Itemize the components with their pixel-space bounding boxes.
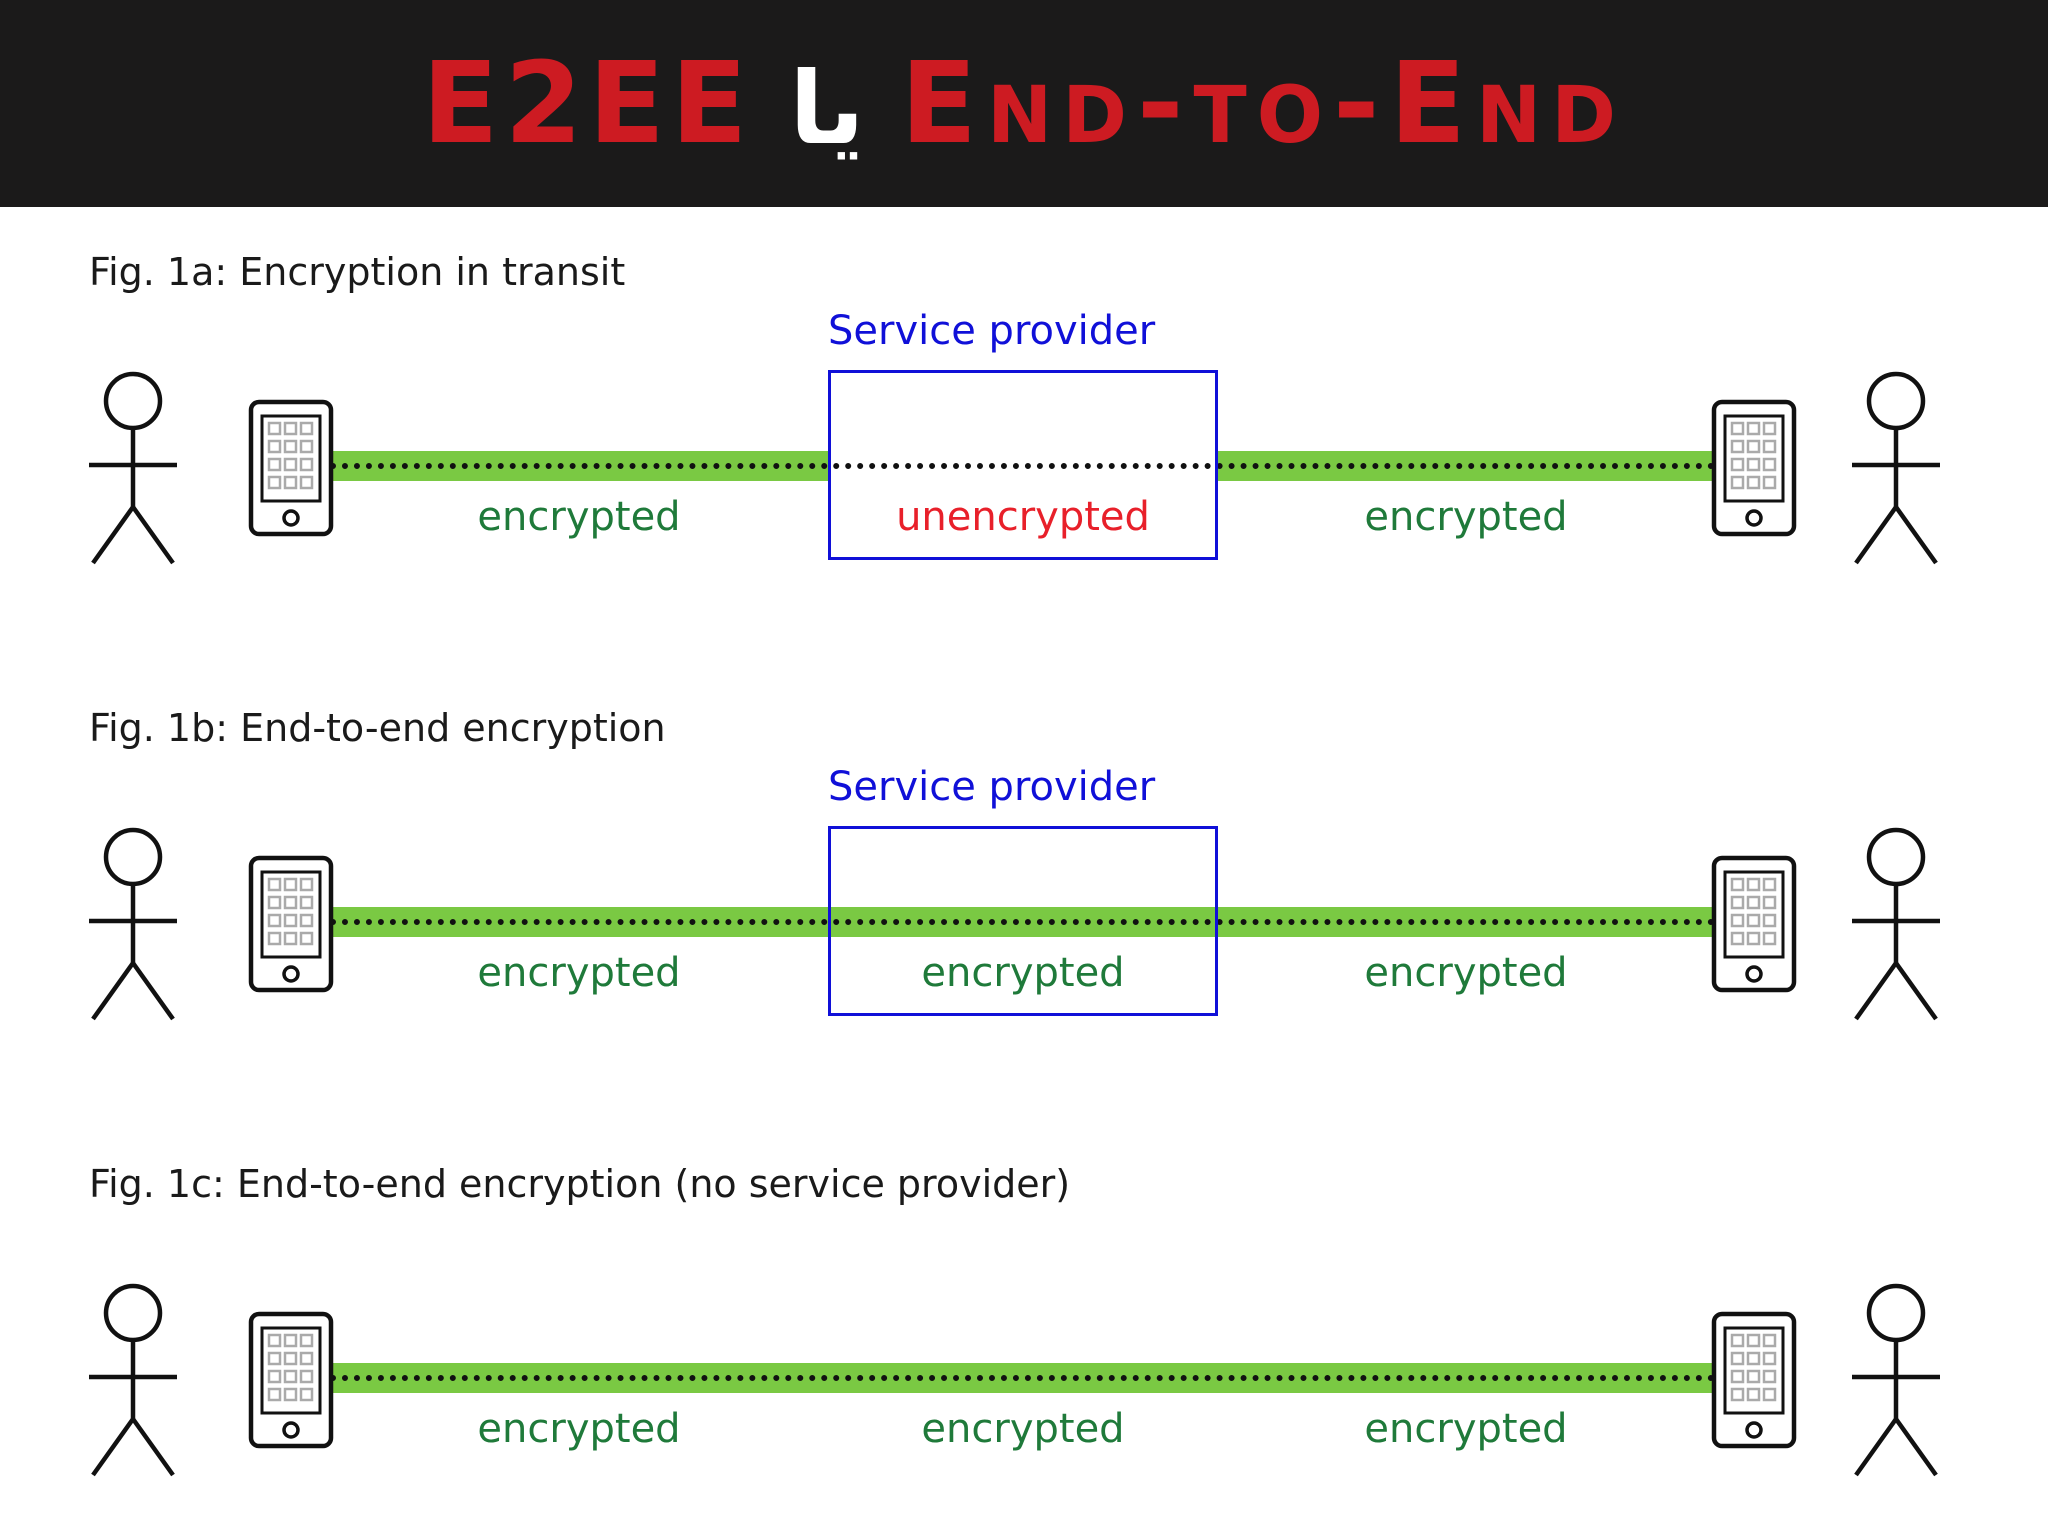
fig-1b-caption: Fig. 1b: End-to-end encryption <box>89 706 666 750</box>
banner-title: E2EE یا End-to-End <box>0 0 2048 207</box>
fig-1b-data-stream <box>330 919 1715 925</box>
fig-1b-provider-label: Service provider <box>828 764 1156 810</box>
person-icon <box>88 370 178 566</box>
fig-1a-data-stream <box>330 463 1715 469</box>
person-icon <box>88 826 178 1022</box>
smartphone-icon <box>1711 855 1797 993</box>
fig-1a-caption: Fig. 1a: Encryption in transit <box>89 250 626 294</box>
person-icon <box>1851 826 1941 1022</box>
smartphone-icon <box>1711 1311 1797 1449</box>
person-icon <box>88 1282 178 1478</box>
fig-1a-provider-label: Service provider <box>828 308 1156 354</box>
smartphone-icon <box>248 855 334 993</box>
fig-1b-provider-box <box>828 826 1218 1016</box>
fig-1c-label-left: encrypted <box>477 1406 681 1452</box>
fig-1c-data-stream <box>330 1375 1715 1381</box>
fig-1a-label-left: encrypted <box>477 494 681 540</box>
fig-1b-label-right: encrypted <box>1364 950 1568 996</box>
person-icon <box>1851 1282 1941 1478</box>
fig-1a-label-middle: unencrypted <box>896 494 1150 540</box>
fig-1b-label-left: encrypted <box>477 950 681 996</box>
title-arabic-or: یا <box>789 49 865 167</box>
fig-1c-caption: Fig. 1c: End-to-end encryption (no servi… <box>89 1162 1071 1206</box>
fig-1a-label-right: encrypted <box>1364 494 1568 540</box>
fig-1a-provider-box <box>828 370 1218 560</box>
smartphone-icon <box>248 399 334 537</box>
fig-1c-label-right: encrypted <box>1364 1406 1568 1452</box>
fig-1c-label-middle: encrypted <box>921 1406 1125 1452</box>
title-banner: E2EE یا End-to-End <box>0 0 2048 207</box>
smartphone-icon <box>248 1311 334 1449</box>
fig-1b-label-middle: encrypted <box>921 950 1125 996</box>
title-e2ee: E2EE <box>421 38 754 169</box>
smartphone-icon <box>1711 399 1797 537</box>
title-end-to-end: End-to-End <box>900 38 1627 169</box>
person-icon <box>1851 370 1941 566</box>
